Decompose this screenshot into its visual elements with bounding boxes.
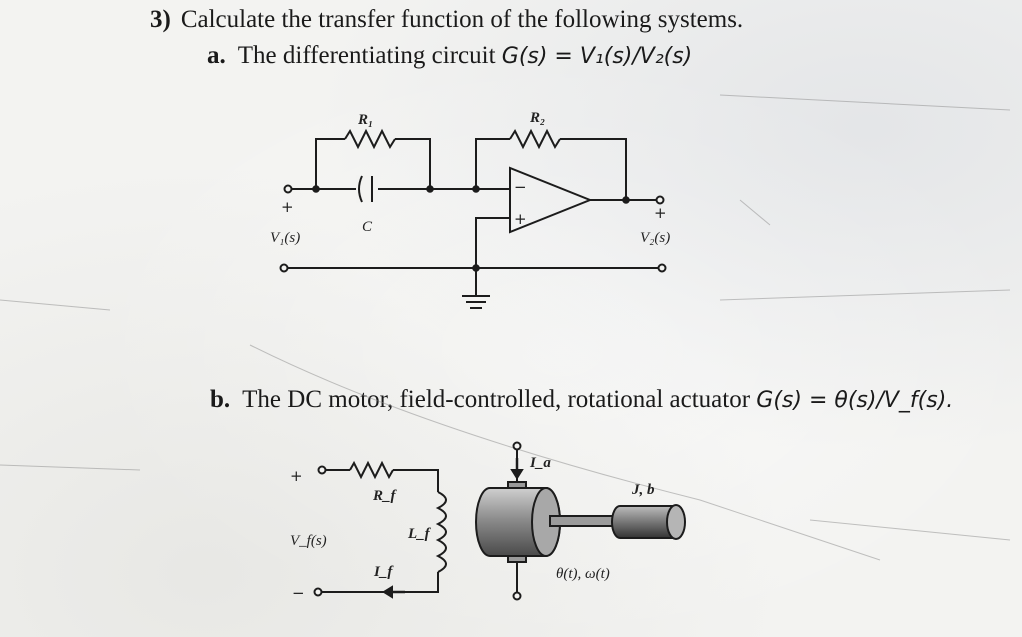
capacitor-label: C <box>362 219 373 235</box>
vf-plus-sign: + <box>290 467 303 485</box>
field-terminal-bottom <box>313 587 323 597</box>
motor-shaft-and-load <box>549 504 686 540</box>
r1-label: R₁ <box>357 112 373 128</box>
part-b-text: The DC motor, field-controlled, rotation… <box>242 386 751 413</box>
armature-terminal-top <box>512 441 522 451</box>
output-plus-sign: + <box>654 204 667 222</box>
jb-label: J, b <box>631 482 655 498</box>
field-terminal-top <box>317 465 327 475</box>
differentiating-circuit <box>279 128 667 309</box>
dc-motor-diagram <box>313 441 524 601</box>
r2-right-wire <box>560 138 627 200</box>
capacitor-plate-curved <box>358 175 363 203</box>
input-plus-sign: + <box>281 198 294 216</box>
opamp-minus-input: − <box>514 178 527 196</box>
input-voltage-label: V₁(s) <box>270 230 300 246</box>
problem-title: 3) Calculate the transfer function of the… <box>150 6 743 34</box>
part-a-formula: G(s) = V₁(s)/V₂(s) <box>501 44 693 69</box>
lf-label: L_f <box>407 526 432 542</box>
ia-label: I_a <box>529 455 551 471</box>
noninverting-input-wire <box>475 217 510 268</box>
part-b-heading: b. The DC motor, field-controlled, rotati… <box>210 386 953 414</box>
junction-dot <box>622 196 630 204</box>
armature-terminal-bottom <box>512 591 522 601</box>
output-terminal-top <box>655 195 665 205</box>
problem-title-text: Calculate the transfer function of the f… <box>180 6 744 33</box>
part-a-label: a. <box>207 42 226 69</box>
rf-resistor <box>349 460 394 480</box>
r2-label: R₂ <box>529 110 545 126</box>
theta-omega-label: θ(t), ω(t) <box>556 566 610 582</box>
input-terminal-bottom <box>279 263 289 273</box>
lf-inductor-coil <box>435 491 447 573</box>
r1-left-wire <box>315 138 345 189</box>
problem-number: 3) <box>150 6 171 33</box>
vf-minus-sign: − <box>292 584 305 602</box>
r2-left-wire <box>475 138 510 189</box>
paper-crease-lines <box>0 94 1011 561</box>
part-b-label: b. <box>210 386 231 413</box>
if-label: I_f <box>373 564 394 580</box>
r1-resistor <box>344 128 396 150</box>
input-terminal-top <box>283 184 293 194</box>
r2-resistor <box>509 128 561 150</box>
junction-dot <box>426 185 434 193</box>
field-wire-bottom <box>322 572 439 593</box>
op-amp-triangle <box>509 166 593 234</box>
motor-shaft <box>549 515 619 527</box>
rf-label: R_f <box>372 488 398 504</box>
junction-dot <box>312 185 320 193</box>
field-wire-top-right <box>393 469 439 492</box>
if-arrowhead <box>382 585 393 599</box>
motor-housing <box>475 481 561 563</box>
r1-right-wire <box>395 138 431 189</box>
ground-symbol <box>462 295 490 309</box>
output-voltage-label: V₂(s) <box>640 230 670 246</box>
load-end-face <box>666 504 686 540</box>
output-terminal-bottom <box>657 263 667 273</box>
vf-label: V_f(s) <box>290 533 327 549</box>
part-a-text: The differentiating circuit <box>237 42 496 69</box>
part-b-formula: G(s) = θ(s)/V_f(s). <box>756 388 954 413</box>
opamp-plus-input: + <box>514 210 527 228</box>
ia-arrowhead <box>510 469 524 480</box>
part-a-heading: a. The differentiating circuit G(s) = V₁(… <box>207 42 692 70</box>
